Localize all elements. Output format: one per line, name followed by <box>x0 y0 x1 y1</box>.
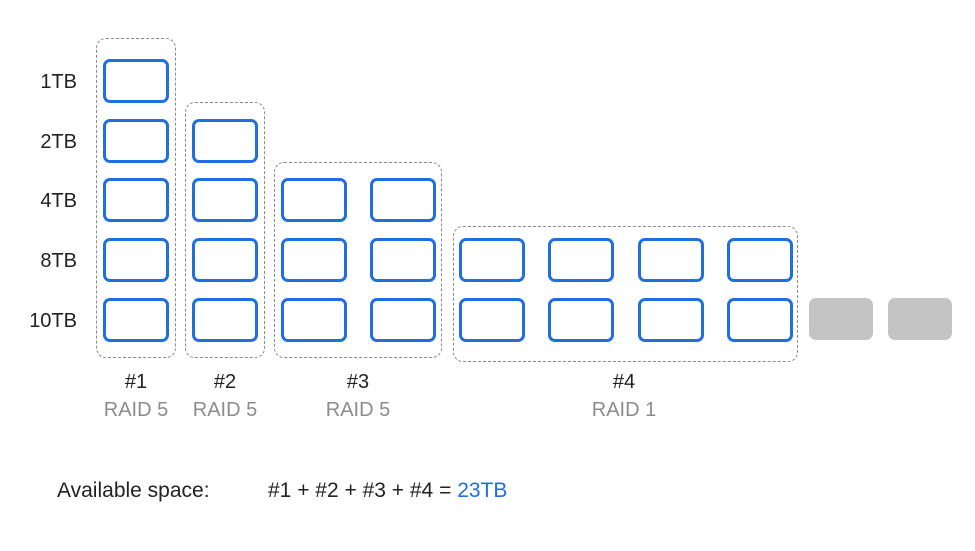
raid-group-3 <box>274 162 442 358</box>
disk <box>370 298 436 342</box>
disk <box>459 238 525 282</box>
group-label-3: #3 RAID 5 <box>288 368 428 424</box>
disk <box>548 238 614 282</box>
disk <box>192 298 258 342</box>
group-number: #1 <box>124 371 148 393</box>
unused-disk <box>888 298 952 340</box>
disk <box>103 59 169 103</box>
group-number: #4 <box>612 371 636 393</box>
disk <box>192 178 258 222</box>
disk <box>192 119 258 163</box>
group-label-2: #2 RAID 5 <box>155 368 295 424</box>
available-space-label: Available space: <box>57 479 210 502</box>
row-label-2tb: 2TB <box>40 131 77 153</box>
disk <box>370 238 436 282</box>
raid-group-2 <box>185 102 265 358</box>
disk <box>192 238 258 282</box>
row-label-10tb: 10TB <box>29 310 77 332</box>
disk <box>281 178 347 222</box>
disk <box>281 298 347 342</box>
formula-total: 23TB <box>457 479 508 502</box>
unused-disk <box>809 298 873 340</box>
group-number: #3 <box>346 371 370 393</box>
disk <box>281 238 347 282</box>
group-label-1: #1 RAID 5 <box>66 368 206 424</box>
disk <box>638 298 704 342</box>
disk <box>459 298 525 342</box>
group-raid-level: RAID 5 <box>103 399 169 421</box>
raid-group-1 <box>96 38 176 358</box>
disk <box>548 298 614 342</box>
group-number: #2 <box>213 371 237 393</box>
disk <box>727 238 793 282</box>
disk <box>370 178 436 222</box>
disk <box>103 238 169 282</box>
raid-group-4 <box>453 226 798 362</box>
disk <box>727 298 793 342</box>
formula-expression: #1 + #2 + #3 + #4 = <box>268 479 452 502</box>
group-raid-level: RAID 1 <box>591 399 657 421</box>
disk <box>103 298 169 342</box>
disk <box>103 178 169 222</box>
row-label-8tb: 8TB <box>40 250 77 272</box>
group-raid-level: RAID 5 <box>192 399 258 421</box>
row-label-4tb: 4TB <box>40 190 77 212</box>
group-label-4: #4 RAID 1 <box>554 368 694 424</box>
disk <box>103 119 169 163</box>
available-space-formula: #1 + #2 + #3 + #4 = 23TB <box>268 476 507 506</box>
group-raid-level: RAID 5 <box>325 399 391 421</box>
row-label-1tb: 1TB <box>40 71 77 93</box>
disk <box>638 238 704 282</box>
